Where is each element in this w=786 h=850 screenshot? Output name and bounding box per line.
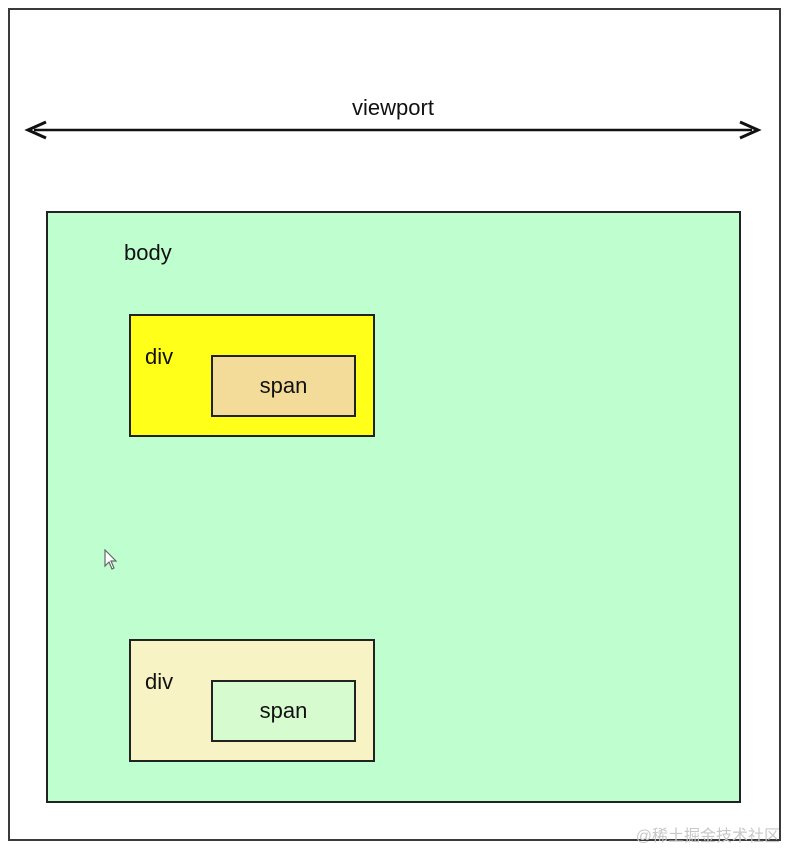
arrow-head-right xyxy=(739,120,762,140)
div-label-1: div xyxy=(145,344,174,369)
body-label: body xyxy=(124,240,172,265)
body-box: body div span div span xyxy=(46,211,741,803)
span-box-2: span xyxy=(211,680,356,742)
div-label-2: div xyxy=(145,669,174,694)
mouse-cursor-icon xyxy=(104,549,118,570)
viewport-label: viewport xyxy=(352,95,434,120)
watermark: @稀土掘金技术社区 xyxy=(635,828,780,845)
div-box-1: div span xyxy=(129,314,375,437)
arrow-head-left xyxy=(24,120,47,140)
span-box-1: span xyxy=(211,355,356,417)
div-box-2: div span xyxy=(129,639,375,762)
